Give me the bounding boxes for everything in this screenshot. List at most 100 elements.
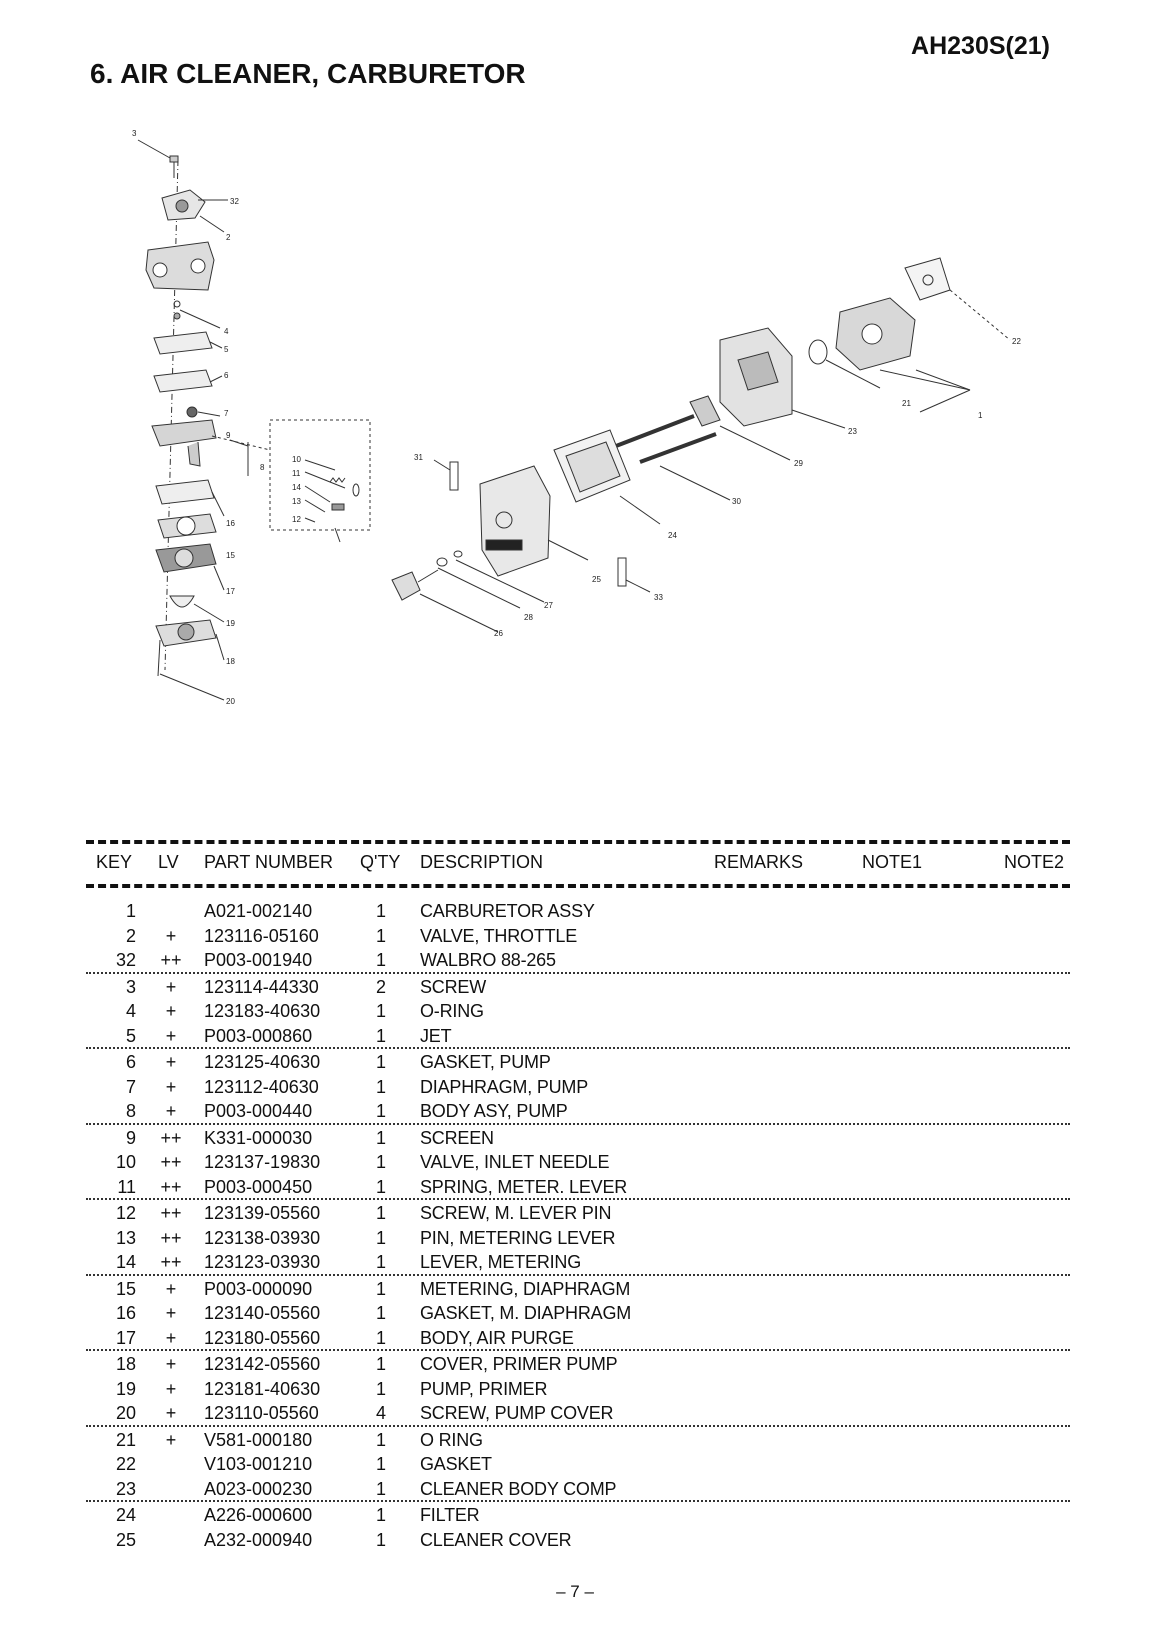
diagram-label: 18 (226, 657, 235, 666)
col-part-number: PART NUMBER (204, 852, 334, 872)
key-cell: 16 (115, 1303, 136, 1323)
diagram-label: 29 (794, 459, 803, 468)
level-cell: + (165, 1354, 177, 1374)
diagram-label: 11 (292, 469, 301, 478)
part-number-cell: P003-001940 (204, 950, 313, 970)
diagram-label: 33 (654, 593, 663, 602)
diagram-label: 31 (414, 453, 423, 462)
key-cell: 24 (115, 1505, 136, 1525)
description-cell: GASKET, PUMP (420, 1052, 551, 1072)
diagram-label: 12 (292, 515, 301, 524)
description-cell: LEVER, METERING (420, 1252, 582, 1272)
qty-cell: 1 (375, 1378, 386, 1399)
description-cell: WALBRO 88-265 (420, 950, 556, 970)
part-number-cell: A021-002140 (204, 901, 313, 921)
description-cell: GASKET (420, 1454, 492, 1474)
part-number-cell: 123138-03930 (204, 1227, 321, 1248)
group-separator (86, 1273, 1070, 1276)
description-cell: SCREW, M. LEVER PIN (420, 1203, 612, 1223)
qty-cell: 1 (375, 1327, 386, 1348)
part-number-cell: 123181-40630 (204, 1378, 321, 1399)
part-number-cell: V103-001210 (204, 1454, 313, 1474)
diagram-label: 24 (668, 531, 677, 540)
diagram-label: 14 (292, 483, 301, 492)
diagram-label: 32 (230, 197, 239, 206)
description-cell: COVER, PRIMER PUMP (420, 1354, 618, 1374)
diagram-label: 7 (224, 409, 229, 418)
part-number-cell: P003-000860 (204, 1025, 313, 1046)
key-cell: 1 (125, 901, 136, 921)
diagram-label: 1 (978, 411, 983, 420)
key-cell: 32 (115, 950, 136, 970)
description-cell: CLEANER BODY COMP (420, 1478, 617, 1499)
qty-cell: 1 (375, 1152, 386, 1172)
part-number-cell: P003-000090 (204, 1278, 313, 1299)
qty-cell: 1 (375, 925, 386, 946)
qty-cell: 1 (375, 1203, 386, 1223)
key-cell: 3 (125, 976, 136, 997)
page-number: – 7 – (556, 1582, 594, 1601)
description-cell: FILTER (420, 1505, 480, 1525)
qty-cell: 1 (375, 1227, 386, 1248)
group-separator (86, 971, 1070, 974)
description-cell: O RING (420, 1429, 483, 1450)
diagram-label: 25 (592, 575, 601, 584)
level-cell: + (165, 1076, 177, 1097)
diagram-label: 16 (226, 519, 235, 528)
part-number-cell: 123125-40630 (204, 1052, 321, 1072)
part-number-cell: 123142-05560 (204, 1354, 321, 1374)
table-top-rule (86, 840, 1070, 844)
description-cell: DIAPHRAGM, PUMP (420, 1076, 589, 1097)
diagram-label: 26 (494, 629, 503, 638)
description-cell: GASKET, M. DIAPHRAGM (420, 1303, 632, 1323)
key-cell: 17 (115, 1327, 136, 1348)
level-cell: + (165, 1101, 177, 1121)
level-cell: + (165, 1001, 177, 1021)
description-cell: PIN, METERING LEVER (420, 1227, 616, 1248)
key-cell: 15 (115, 1278, 136, 1299)
diagram-label: 2 (226, 233, 231, 242)
part-number-cell: 123140-05560 (204, 1303, 321, 1323)
diagram-label: 23 (848, 427, 857, 436)
diagram-label: 13 (292, 497, 301, 506)
group-separator (86, 1424, 1070, 1427)
level-cell: + (165, 976, 177, 997)
diagram-label: 5 (224, 345, 229, 354)
qty-cell: 1 (375, 1429, 386, 1450)
level-cell: + (165, 925, 177, 946)
diagram-label: 20 (226, 697, 235, 706)
description-cell: O-RING (420, 1001, 484, 1021)
key-cell: 6 (125, 1052, 136, 1072)
col-remarks: REMARKS (714, 852, 804, 872)
description-cell: SCREW, PUMP COVER (420, 1403, 614, 1423)
diagram-label: 6 (224, 371, 229, 380)
diagram-label: 19 (226, 619, 235, 628)
description-cell: SCREW (420, 976, 486, 997)
key-cell: 7 (125, 1076, 136, 1097)
part-number-cell: 123114-44330 (204, 976, 319, 997)
description-cell: CLEANER COVER (420, 1529, 572, 1550)
level-cell: ++ (160, 1127, 182, 1148)
qty-cell: 1 (375, 1252, 386, 1272)
level-cell: + (165, 1025, 177, 1046)
col-key: KEY (96, 852, 133, 872)
key-cell: 20 (115, 1403, 136, 1423)
diagram-label: 9 (226, 431, 231, 440)
part-number-cell: 123116-05160 (204, 925, 319, 946)
part-number-cell: 123139-05560 (204, 1203, 321, 1223)
part-number-cell: 123180-05560 (204, 1327, 321, 1348)
exploded-parts-diagram: 3 32 2 4 5 6 7 9 8 10 11 14 13 12 16 15 … (132, 129, 1021, 706)
level-cell: ++ (160, 950, 182, 970)
key-cell: 8 (125, 1101, 136, 1121)
